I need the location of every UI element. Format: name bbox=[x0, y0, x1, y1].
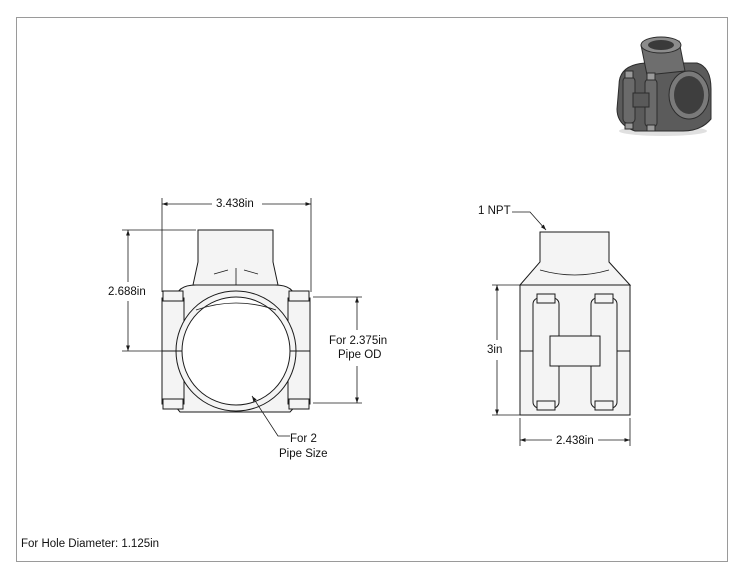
pipe-od-label-line1: For 2.375in bbox=[329, 335, 388, 347]
overall-width-label: 3.438in bbox=[216, 198, 254, 210]
isometric-preview-image bbox=[616, 36, 712, 136]
hole-diameter-note: For Hole Diameter: 1.125in bbox=[21, 538, 160, 550]
front-view bbox=[161, 229, 311, 413]
side-dimensions bbox=[492, 211, 631, 446]
pipe-size-label-line2: Pipe Size bbox=[279, 448, 328, 460]
nut-bottom-left bbox=[162, 398, 184, 410]
nut-top-right bbox=[288, 290, 310, 302]
pipe-od-label-line2: Pipe OD bbox=[338, 349, 382, 361]
front-dimensions bbox=[122, 198, 362, 437]
thread-label: 1 NPT bbox=[478, 205, 511, 217]
side-width-label: 2.438in bbox=[556, 435, 594, 447]
nut-top-left bbox=[162, 290, 184, 302]
outlet-boss bbox=[192, 229, 279, 286]
pipe-size-label-line1: For 2 bbox=[290, 433, 317, 445]
center-block bbox=[549, 335, 601, 367]
side-outlet bbox=[518, 231, 632, 286]
side-view bbox=[518, 231, 632, 416]
nut-bottom-right bbox=[288, 398, 310, 410]
side-height-label: 3in bbox=[487, 344, 503, 356]
drawing-border bbox=[16, 17, 728, 562]
overall-height-label: 2.688in bbox=[108, 286, 146, 298]
pipe-bore-inner bbox=[181, 296, 291, 406]
